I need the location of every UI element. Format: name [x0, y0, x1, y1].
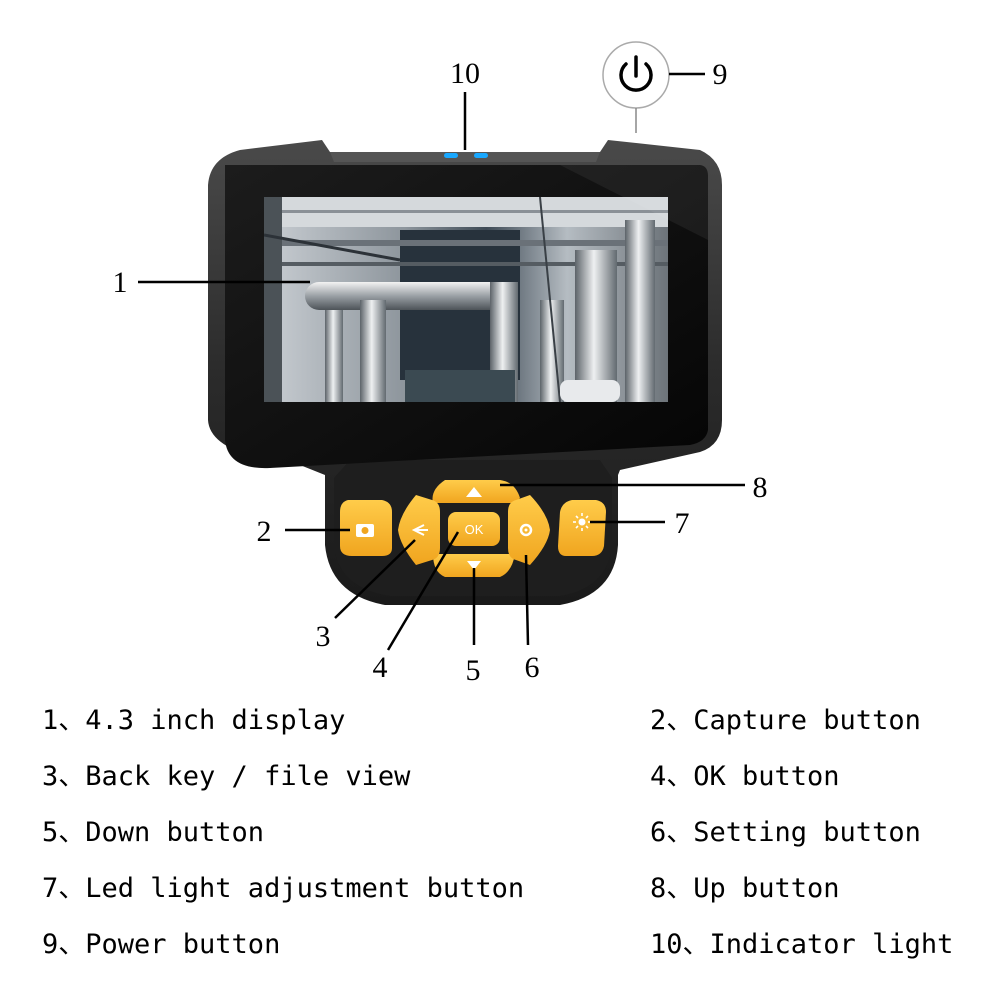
callout-7: 7	[675, 507, 690, 540]
setting-button[interactable]	[508, 495, 550, 565]
device-diagram: OK	[113, 41, 768, 687]
legend-item-9: 9、Power button	[42, 929, 281, 960]
display-screen	[225, 165, 708, 469]
legend: 1、4.3 inch display 2、Capture button 3、Ba…	[0, 690, 1000, 990]
legend-item-4: 4、OK button	[650, 761, 840, 792]
legend-item-2: 2、Capture button	[650, 705, 921, 736]
callout-6: 6	[525, 651, 540, 684]
callout-5: 5	[466, 654, 481, 687]
capture-button[interactable]	[340, 500, 392, 556]
callout-4: 4	[373, 651, 388, 684]
power-icon	[619, 55, 653, 92]
callout-8: 8	[753, 471, 768, 504]
up-button[interactable]	[432, 480, 521, 503]
ok-label: OK	[465, 522, 484, 537]
gear-icon	[519, 523, 533, 537]
callout-10: 10	[450, 57, 480, 90]
up-triangle-icon	[466, 487, 482, 497]
legend-item-1: 1、4.3 inch display	[42, 705, 346, 736]
legend-item-10: 10、Indicator light	[650, 929, 954, 960]
legend-item-7: 7、Led light adjustment button	[42, 873, 525, 904]
legend-item-8: 8、Up button	[650, 873, 840, 904]
legend-item-5: 5、Down button	[42, 817, 265, 848]
back-arrow-icon	[411, 524, 428, 536]
leader-lines	[138, 72, 745, 651]
ok-button[interactable]: OK	[448, 512, 500, 546]
legend-item-3: 3、Back key / file view	[42, 761, 411, 792]
legend-item-6: 6、Setting button	[650, 817, 921, 848]
callout-2: 2	[257, 515, 272, 548]
led-adjust-button[interactable]	[558, 500, 606, 556]
power-button-callout	[602, 41, 670, 109]
down-button[interactable]	[433, 554, 515, 577]
camera-image	[264, 197, 668, 402]
down-triangle-icon	[467, 561, 481, 570]
callout-3: 3	[316, 620, 331, 653]
callout-1: 1	[113, 266, 128, 299]
camera-icon	[356, 524, 374, 537]
indicator-lights	[444, 153, 488, 158]
callout-9: 9	[713, 58, 728, 91]
